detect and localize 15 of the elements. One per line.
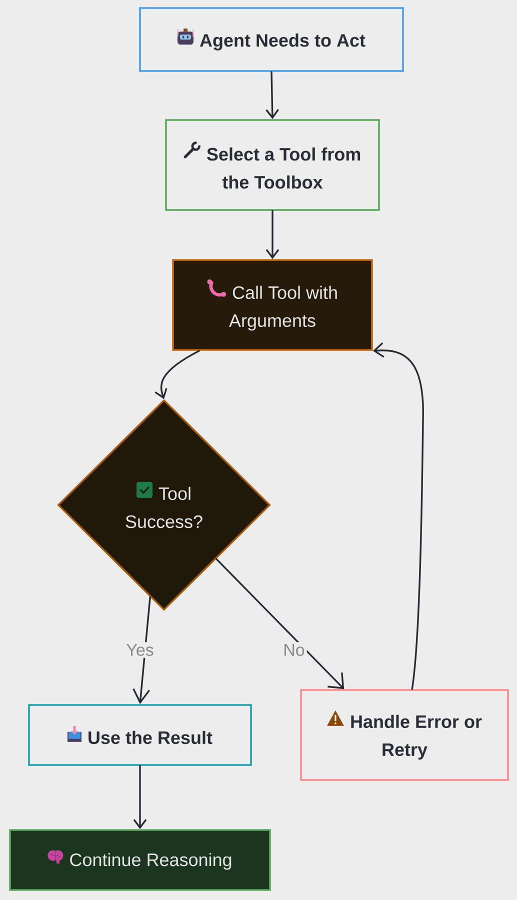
process-box: Continue Reasoning — [9, 829, 271, 891]
process-box: Handle Error or Retry — [300, 689, 509, 781]
process-box: Agent Needs to Act — [139, 7, 404, 72]
arrow — [216, 558, 344, 690]
arrow — [154, 350, 200, 400]
process-box: Select a Tool from the Toolbox — [165, 119, 380, 211]
process-box: Call Tool with Arguments — [172, 259, 373, 351]
arrow — [266, 71, 279, 120]
edge-label: Yes — [124, 642, 156, 658]
arrow — [133, 765, 147, 830]
arrow — [132, 596, 151, 704]
arrow — [266, 210, 280, 260]
edge-label: No — [281, 642, 307, 658]
arrow — [372, 342, 424, 690]
process-box: Use the Result — [28, 704, 252, 766]
